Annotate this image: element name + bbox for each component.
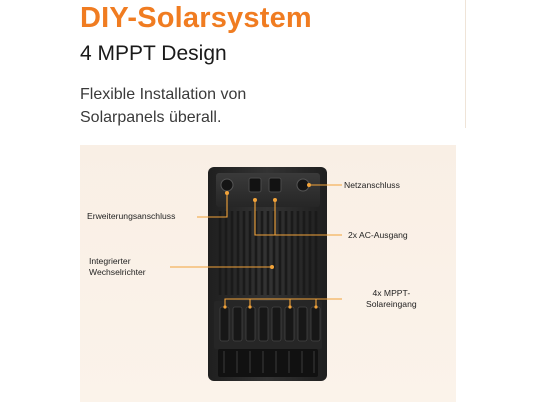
callout-erweiterungsanschluss: Erweiterungsanschluss — [87, 211, 176, 221]
description-line-2: Solarpanels überall. — [80, 109, 222, 126]
ac-outlet-1 — [248, 177, 262, 193]
callout-ac-ausgang: 2x AC-Ausgang — [348, 230, 408, 240]
expansion-port — [220, 178, 234, 192]
page-subtitle: 4 MPPT Design — [80, 42, 227, 65]
callout-dots — [223, 183, 318, 309]
cable-bundle — [218, 349, 318, 377]
callout-wechselrichter-line-2: Wechselrichter — [89, 267, 146, 277]
cable-details — [223, 351, 315, 373]
callout-mppt-line-1: 4x MPPT- — [372, 288, 411, 298]
callout-wechselrichter: Integrierter Wechselrichter — [89, 256, 146, 278]
description: Flexible Installation von Solarpanels üb… — [80, 83, 246, 129]
product-diagram: Netzanschluss Erweiterungsanschluss 2x A… — [80, 145, 456, 402]
cooling-fins — [218, 211, 318, 295]
inverter-illustration — [170, 167, 342, 381]
page-title: DIY-Solarsystem — [80, 2, 312, 34]
mppt-connectors — [219, 306, 321, 342]
callout-leaders — [170, 184, 342, 307]
callout-mppt-line-2: Solareingang — [366, 299, 417, 309]
callout-mppt: 4x MPPT- Solareingang — [366, 288, 417, 310]
divider-line — [465, 0, 466, 128]
description-line-1: Flexible Installation von — [80, 86, 247, 103]
callout-wechselrichter-line-1: Integrierter — [89, 256, 131, 266]
ac-outlet-2 — [268, 177, 282, 193]
callout-netzanschluss: Netzanschluss — [344, 180, 400, 190]
connector-bay — [216, 173, 320, 207]
